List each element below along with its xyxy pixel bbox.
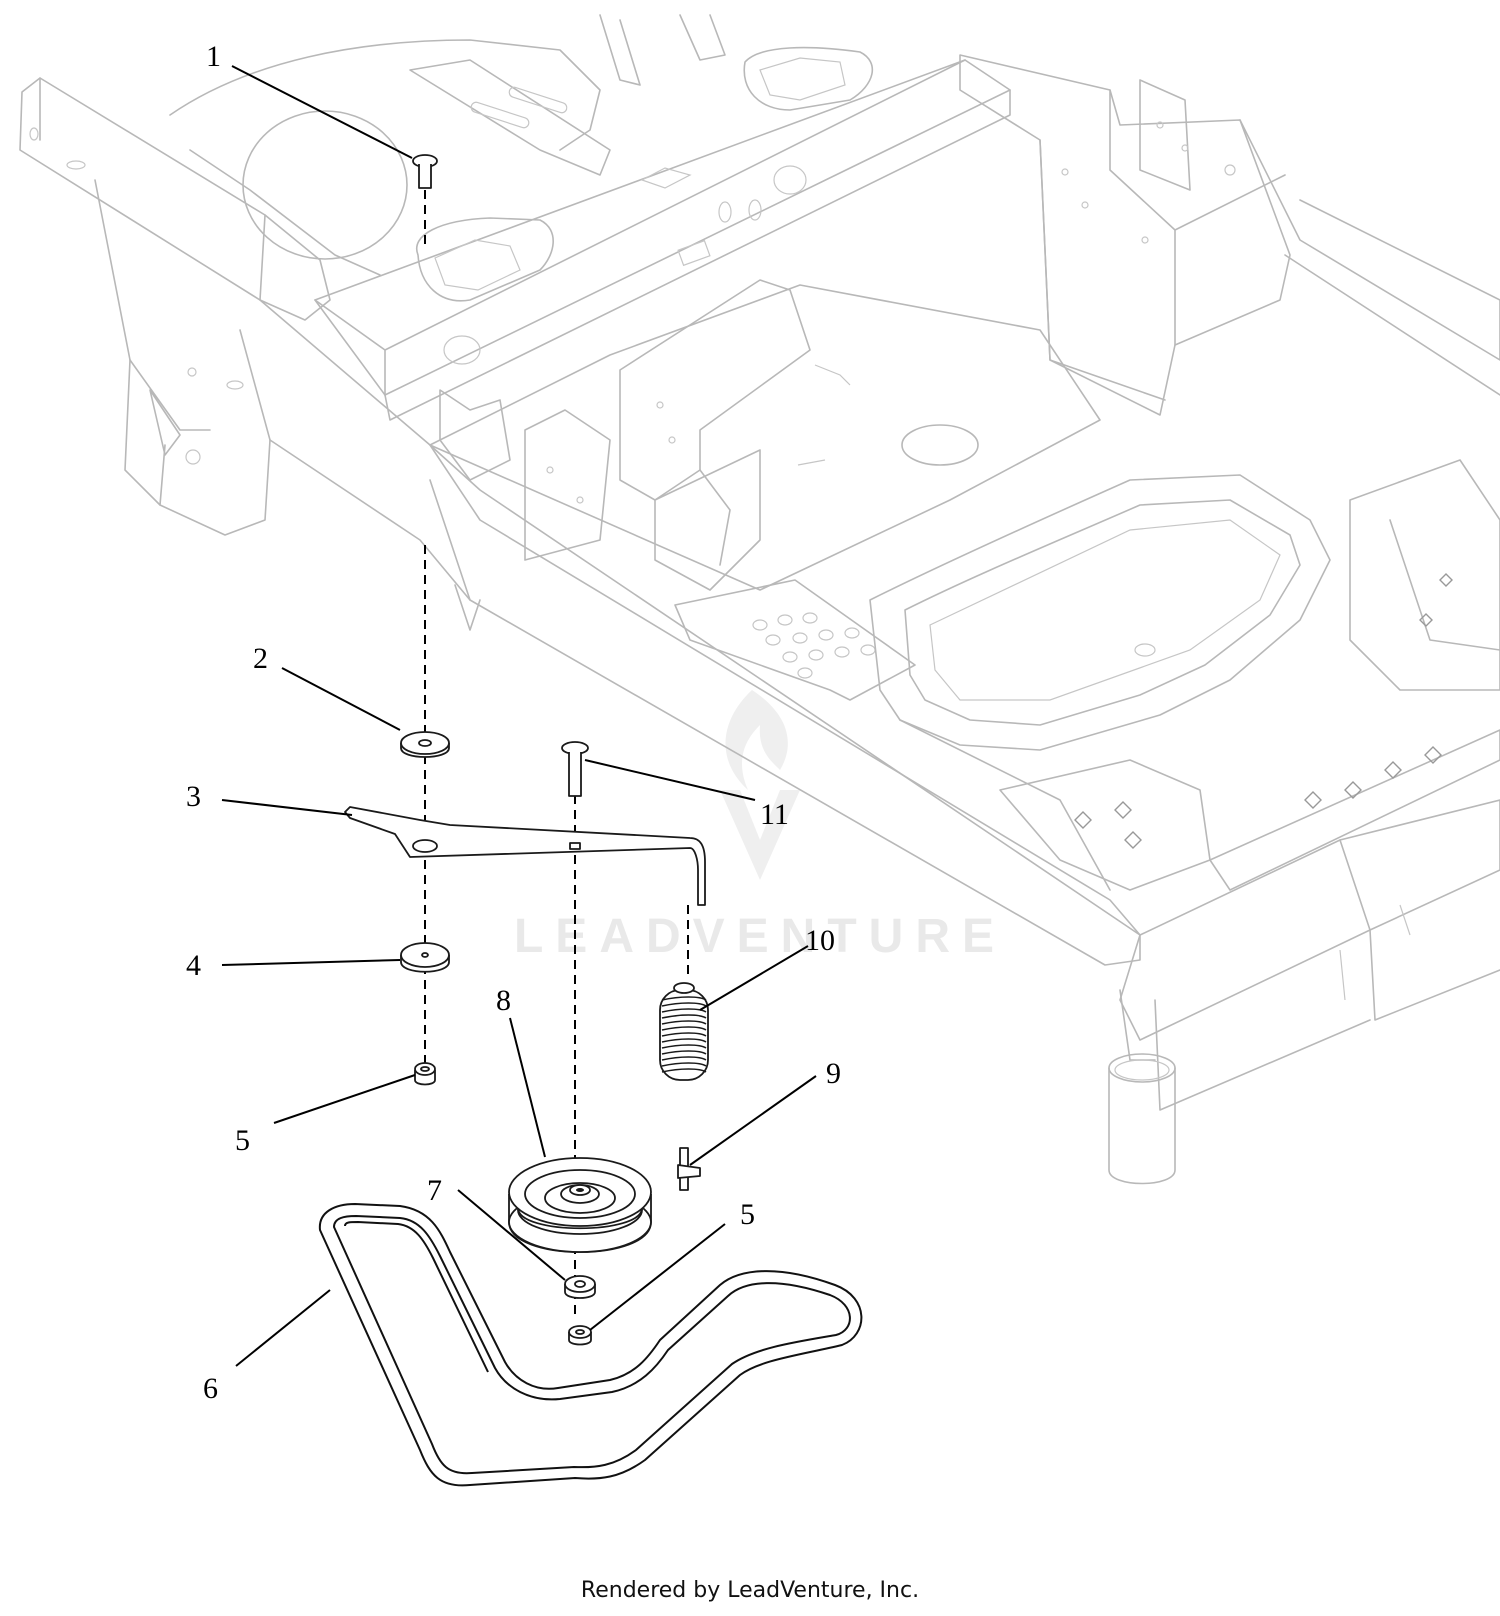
- mower-frame: [19, 14, 1500, 1185]
- callout-4: 4: [186, 949, 201, 982]
- leader-lines: [221, 65, 817, 1367]
- part-9-clip: [677, 1147, 701, 1191]
- part-3-idler-arm: [344, 806, 706, 906]
- callout-11: 11: [760, 798, 789, 831]
- part-5-nut-lower: [568, 1325, 592, 1346]
- callout-7: 7: [427, 1174, 442, 1207]
- callout-numbers: 1 2 3 4 5 6 7 8 9 10 11 5: [186, 40, 841, 1405]
- part-10-spring: [659, 982, 709, 1081]
- watermark-flame-icon: [720, 690, 800, 880]
- watermark: LEADVENTURE: [514, 690, 1006, 963]
- step-plate-holes: [752, 612, 876, 679]
- part-2-washer: [400, 731, 450, 758]
- callout-9: 9: [826, 1057, 841, 1090]
- part-7-spacer: [564, 1275, 596, 1299]
- part-1-bolt: [412, 154, 438, 189]
- callout-5-upper: 5: [235, 1124, 250, 1157]
- part-8-idler-pulley: [508, 1157, 652, 1253]
- part-5-nut-upper: [414, 1062, 436, 1086]
- watermark-text: LEADVENTURE: [514, 910, 1006, 963]
- part-11-shoulder-bolt: [561, 741, 589, 797]
- callout-10: 10: [805, 924, 835, 957]
- assembly-axis-lines: [424, 175, 689, 1320]
- part-6-belt: [318, 1203, 863, 1487]
- grease-fittings: [1074, 573, 1453, 849]
- part-4-washer: [400, 942, 450, 973]
- callout-8: 8: [496, 984, 511, 1017]
- callout-1: 1: [206, 40, 221, 73]
- footer-credit: Rendered by LeadVenture, Inc.: [580, 1578, 920, 1603]
- callout-3: 3: [186, 780, 201, 813]
- callout-6: 6: [203, 1372, 218, 1405]
- callout-5-lower: 5: [740, 1198, 755, 1231]
- callout-2: 2: [253, 642, 268, 675]
